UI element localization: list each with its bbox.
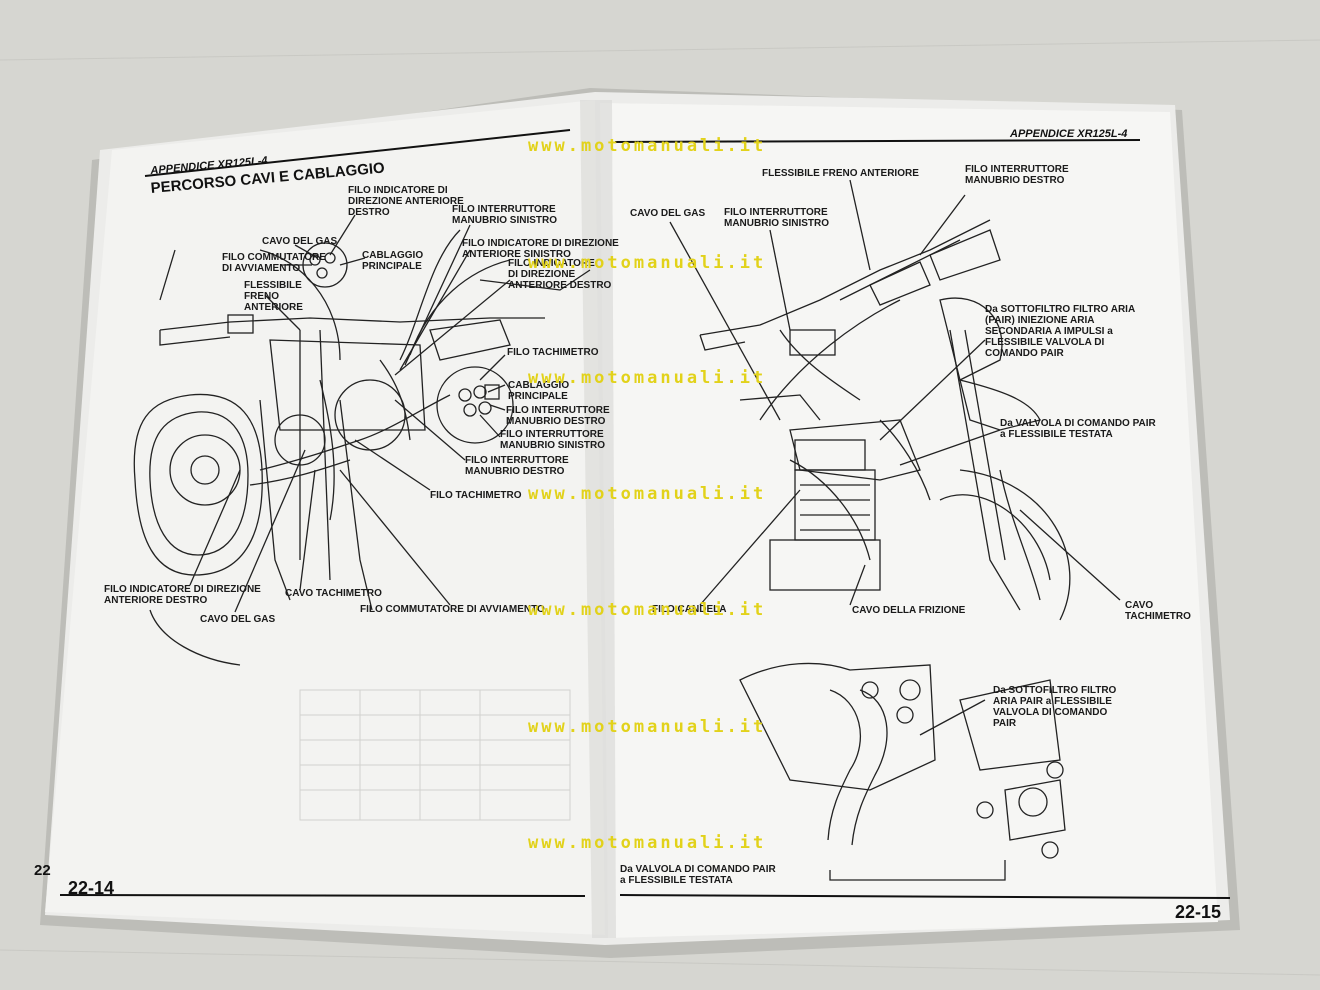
left-label: CABLAGGIO PRINCIPALE	[508, 380, 570, 402]
right-wiring-diagram	[669, 179, 1121, 881]
right-label: FILO INTERRUTTORE MANUBRIO SINISTRO	[724, 207, 829, 229]
watermark: www.motomanuali.it	[528, 600, 767, 620]
left-label: FILO INDICATORE DI DIREZIONE ANTERIORE D…	[508, 258, 612, 291]
right-page-header: APPENDICE XR125L-4	[1010, 128, 1128, 140]
left-label: FILO INDICATORE DI DIREZIONE ANTERIORE D…	[104, 584, 261, 606]
left-label: FILO INDICATORE DI DIREZIONE ANTERIORE S…	[462, 238, 619, 260]
watermark: www.motomanuali.it	[528, 833, 767, 853]
left-label: CAVO TACHIMETRO	[285, 588, 382, 599]
left-label: FILO INTERRUTTORE MANUBRIO DESTRO	[506, 405, 610, 427]
right-label: CAVO DELLA FRIZIONE	[852, 605, 966, 616]
right-page-number: 22-15	[1175, 902, 1222, 922]
right-label: Da VALVOLA DI COMANDO PAIR a FLESSIBILE …	[620, 864, 776, 886]
right-label: Da SOTTOFILTRO FILTRO ARIA (PAIR) INIEZI…	[985, 304, 1136, 359]
left-label: CAVO DEL GAS	[200, 614, 276, 625]
left-wiring-diagram	[133, 214, 591, 666]
right-label: CAVO TACHIMETRO	[1125, 600, 1191, 622]
right-label: Da SOTTOFILTRO FILTRO ARIA PAIR a FLESSI…	[993, 685, 1117, 729]
left-label: CAVO DEL GAS	[262, 236, 338, 247]
watermark: www.motomanuali.it	[528, 253, 767, 273]
right-label: Da VALVOLA DI COMANDO PAIR a FLESSIBILE …	[1000, 418, 1156, 440]
right-label: FILO CANDELA	[652, 604, 727, 615]
left-page	[45, 100, 605, 935]
left-label: FILO INTERRUTTORE MANUBRIO DESTRO	[465, 455, 569, 477]
right-label: FLESSIBILE FRENO ANTERIORE	[762, 168, 919, 179]
right-page	[600, 103, 1218, 938]
watermark: www.motomanuali.it	[528, 484, 767, 504]
right-label: CAVO DEL GAS	[630, 208, 706, 219]
watermark: www.motomanuali.it	[528, 368, 767, 388]
left-label: CABLAGGIO PRINCIPALE	[362, 250, 424, 272]
left-label: FILO INDICATORE DI DIREZIONE ANTERIORE D…	[348, 185, 464, 218]
left-label: FILO INTERRUTTORE MANUBRIO SINISTRO	[452, 204, 557, 226]
left-label: FILO TACHIMETRO	[430, 490, 522, 501]
watermark: www.motomanuali.it	[528, 717, 767, 737]
right-label: FILO INTERRUTTORE MANUBRIO DESTRO	[965, 164, 1069, 186]
left-label: FILO COMMUTATORE DI AVVIAMENTO	[222, 252, 326, 274]
left-edge-number: 22	[34, 862, 51, 879]
watermark: www.motomanuali.it	[528, 136, 767, 156]
left-label: FLESSIBILE FRENO ANTERIORE	[244, 280, 303, 313]
left-label: FILO INTERRUTTORE MANUBRIO SINISTRO	[500, 429, 605, 451]
left-page-number: 22-14	[68, 878, 115, 898]
left-label: FILO TACHIMETRO	[507, 347, 599, 358]
left-label: FILO COMMUTATORE DI AVVIAMENTO	[360, 604, 545, 615]
